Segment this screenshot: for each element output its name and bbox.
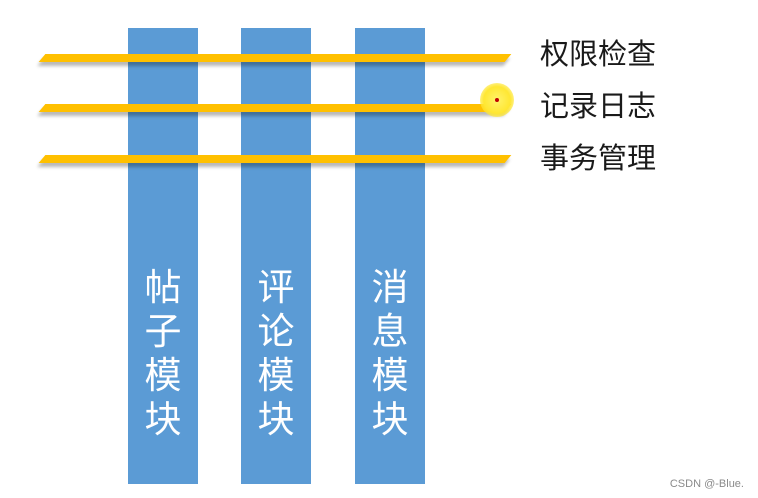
- bar-transaction-management: [38, 155, 512, 163]
- column-char: 块: [144, 398, 182, 441]
- column-char: 模: [257, 354, 295, 397]
- cursor-center-dot: [495, 98, 499, 102]
- bar-logging: [38, 104, 512, 112]
- column-char: 模: [371, 354, 409, 397]
- bar-permission-check: [38, 54, 512, 62]
- bar-label-transaction-management: 事务管理: [540, 141, 657, 175]
- watermark: CSDN @-Blue.: [669, 478, 744, 490]
- column-comment-module: 评 论 模 块: [241, 28, 311, 484]
- column-char: 块: [257, 398, 295, 441]
- column-label-comment-module: 评 论 模 块: [241, 266, 311, 442]
- cursor-highlight-icon: [480, 83, 514, 117]
- bar-label-logging: 记录日志: [540, 89, 657, 123]
- column-char: 息: [371, 310, 409, 353]
- column-char: 子: [144, 310, 182, 353]
- column-char: 论: [257, 310, 295, 353]
- column-label-message-module: 消 息 模 块: [355, 266, 425, 442]
- column-message-module: 消 息 模 块: [355, 28, 425, 484]
- column-char: 帖: [144, 266, 182, 309]
- column-char: 消: [371, 266, 409, 309]
- column-char: 评: [257, 266, 295, 309]
- column-label-post-module: 帖 子 模 块: [128, 266, 198, 442]
- column-char: 模: [144, 354, 182, 397]
- column-char: 块: [371, 398, 409, 441]
- bar-label-permission-check: 权限检查: [540, 37, 657, 71]
- column-post-module: 帖 子 模 块: [128, 28, 198, 484]
